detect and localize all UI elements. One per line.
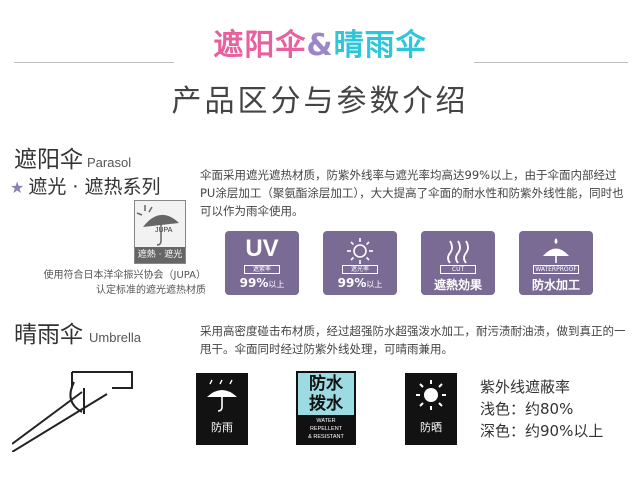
rain-tile: 防雨 (196, 373, 248, 445)
water-repellent-en: WATER REPELLENT & RESISTANT (296, 417, 356, 441)
tile-tag: 遮紫率 (244, 265, 280, 274)
tile-value: 99%以上 (225, 276, 299, 290)
water-en-line2: REPELLENT (309, 426, 343, 432)
feature-tile-light: 遮光率 99%以上 (323, 231, 397, 295)
umbrella-title-cn: 晴雨伞 (14, 322, 83, 348)
tile-value-number: 99% (337, 276, 367, 290)
jupa-caption: 遮熱 · 遮光 (135, 247, 185, 263)
tile-tag: WATERPROOF (533, 265, 579, 274)
tile-label: 防水加工 (531, 278, 580, 292)
parasol-description: 伞面采用遮光遮热材质，防紫外线率与遮光率均高达99%以上，由于伞面内部经过PU涂… (200, 168, 624, 218)
title-ampersand: & (306, 28, 334, 63)
heat-waves-icon (447, 240, 469, 264)
header-divider-right (474, 62, 628, 63)
star-icon: ★ (10, 178, 25, 197)
umbrella-heading: 晴雨伞 Umbrella (14, 315, 141, 349)
feature-tile-uv: UV 遮紫率 99%以上 (225, 231, 299, 295)
tile-label: 遮熱効果 (433, 278, 482, 292)
sun-icon (347, 238, 373, 264)
parasol-title-cn: 遮阳伞 (14, 147, 83, 173)
tile-value-unit: 以上 (366, 280, 383, 289)
parasol-heading: 遮阳伞 Parasol (14, 140, 131, 174)
header-subtitle: 产品区分与参数介绍 (171, 84, 469, 119)
uv-light-color: 浅色：约80% (480, 400, 574, 418)
jupa-note-line2: 认定标准的遮光遮热材质 (96, 285, 206, 296)
rain-umbrella-icon (207, 379, 237, 412)
uv-shielding-rate: 紫外线遮蔽率 浅色：约80% 深色：约90%以上 (480, 376, 603, 442)
feature-tile-waterproof: WATERPROOF 防水加工 (519, 231, 593, 295)
water-en-line1: WATER (316, 418, 336, 424)
feature-tile-heat: CUT 遮熱効果 (421, 231, 495, 295)
jupa-note-line1: 使用符合日本洋伞振兴协会（JUPA） (43, 270, 207, 281)
water-cn-line1: 防水 (309, 374, 343, 394)
tile-value-number: 99% (239, 276, 269, 290)
jupa-note: 使用符合日本洋伞振兴协会（JUPA） 认定标准的遮光遮热材质 (10, 268, 207, 298)
jupa-logo: JUPA 遮熱 · 遮光 (134, 200, 186, 264)
uv-text: UV (245, 235, 279, 262)
title-umbrella: 晴雨伞 (333, 28, 427, 63)
sun-icon (416, 380, 446, 410)
tile-value: 99%以上 (323, 276, 397, 290)
water-repellent-tile: 防水 拨水 WATER REPELLENT & RESISTANT (296, 371, 356, 445)
uv-title: 紫外线遮蔽率 (480, 378, 571, 396)
tile-value-unit: 以上 (268, 280, 285, 289)
water-en-line3: & RESISTANT (308, 434, 344, 440)
header-title: 遮阳伞&晴雨伞 (0, 20, 640, 64)
parasol-title-en: Parasol (87, 155, 132, 170)
parasol-series: 遮光 · 遮热系列 (28, 176, 161, 198)
water-cn-line2: 拨水 (309, 394, 343, 414)
header-divider-left (14, 62, 174, 63)
jupa-label: JUPA (155, 227, 173, 234)
umbrella-handle-illustration (12, 371, 133, 452)
tile-tag: 遮光率 (342, 265, 378, 274)
umbrella-drop-icon (543, 238, 569, 263)
parasol-series-line: ★遮光 · 遮热系列 (10, 172, 160, 199)
umbrella-title-en: Umbrella (89, 330, 142, 345)
water-repellent-cn: 防水 拨水 (298, 373, 354, 415)
sun-label: 防晒 (420, 421, 442, 434)
title-parasol: 遮阳伞 (213, 28, 307, 63)
rain-label: 防雨 (211, 421, 233, 434)
tile-tag: CUT (440, 265, 476, 274)
umbrella-description: 采用高密度碰击布材质，经过超强防水超强泼水加工，耐污渍耐油渍，做到真正的一甩干。… (200, 324, 626, 356)
sun-tile: 防晒 (405, 373, 457, 445)
uv-dark-color: 深色：约90%以上 (480, 422, 604, 440)
sun-umbrella-logo-icon (136, 205, 179, 246)
